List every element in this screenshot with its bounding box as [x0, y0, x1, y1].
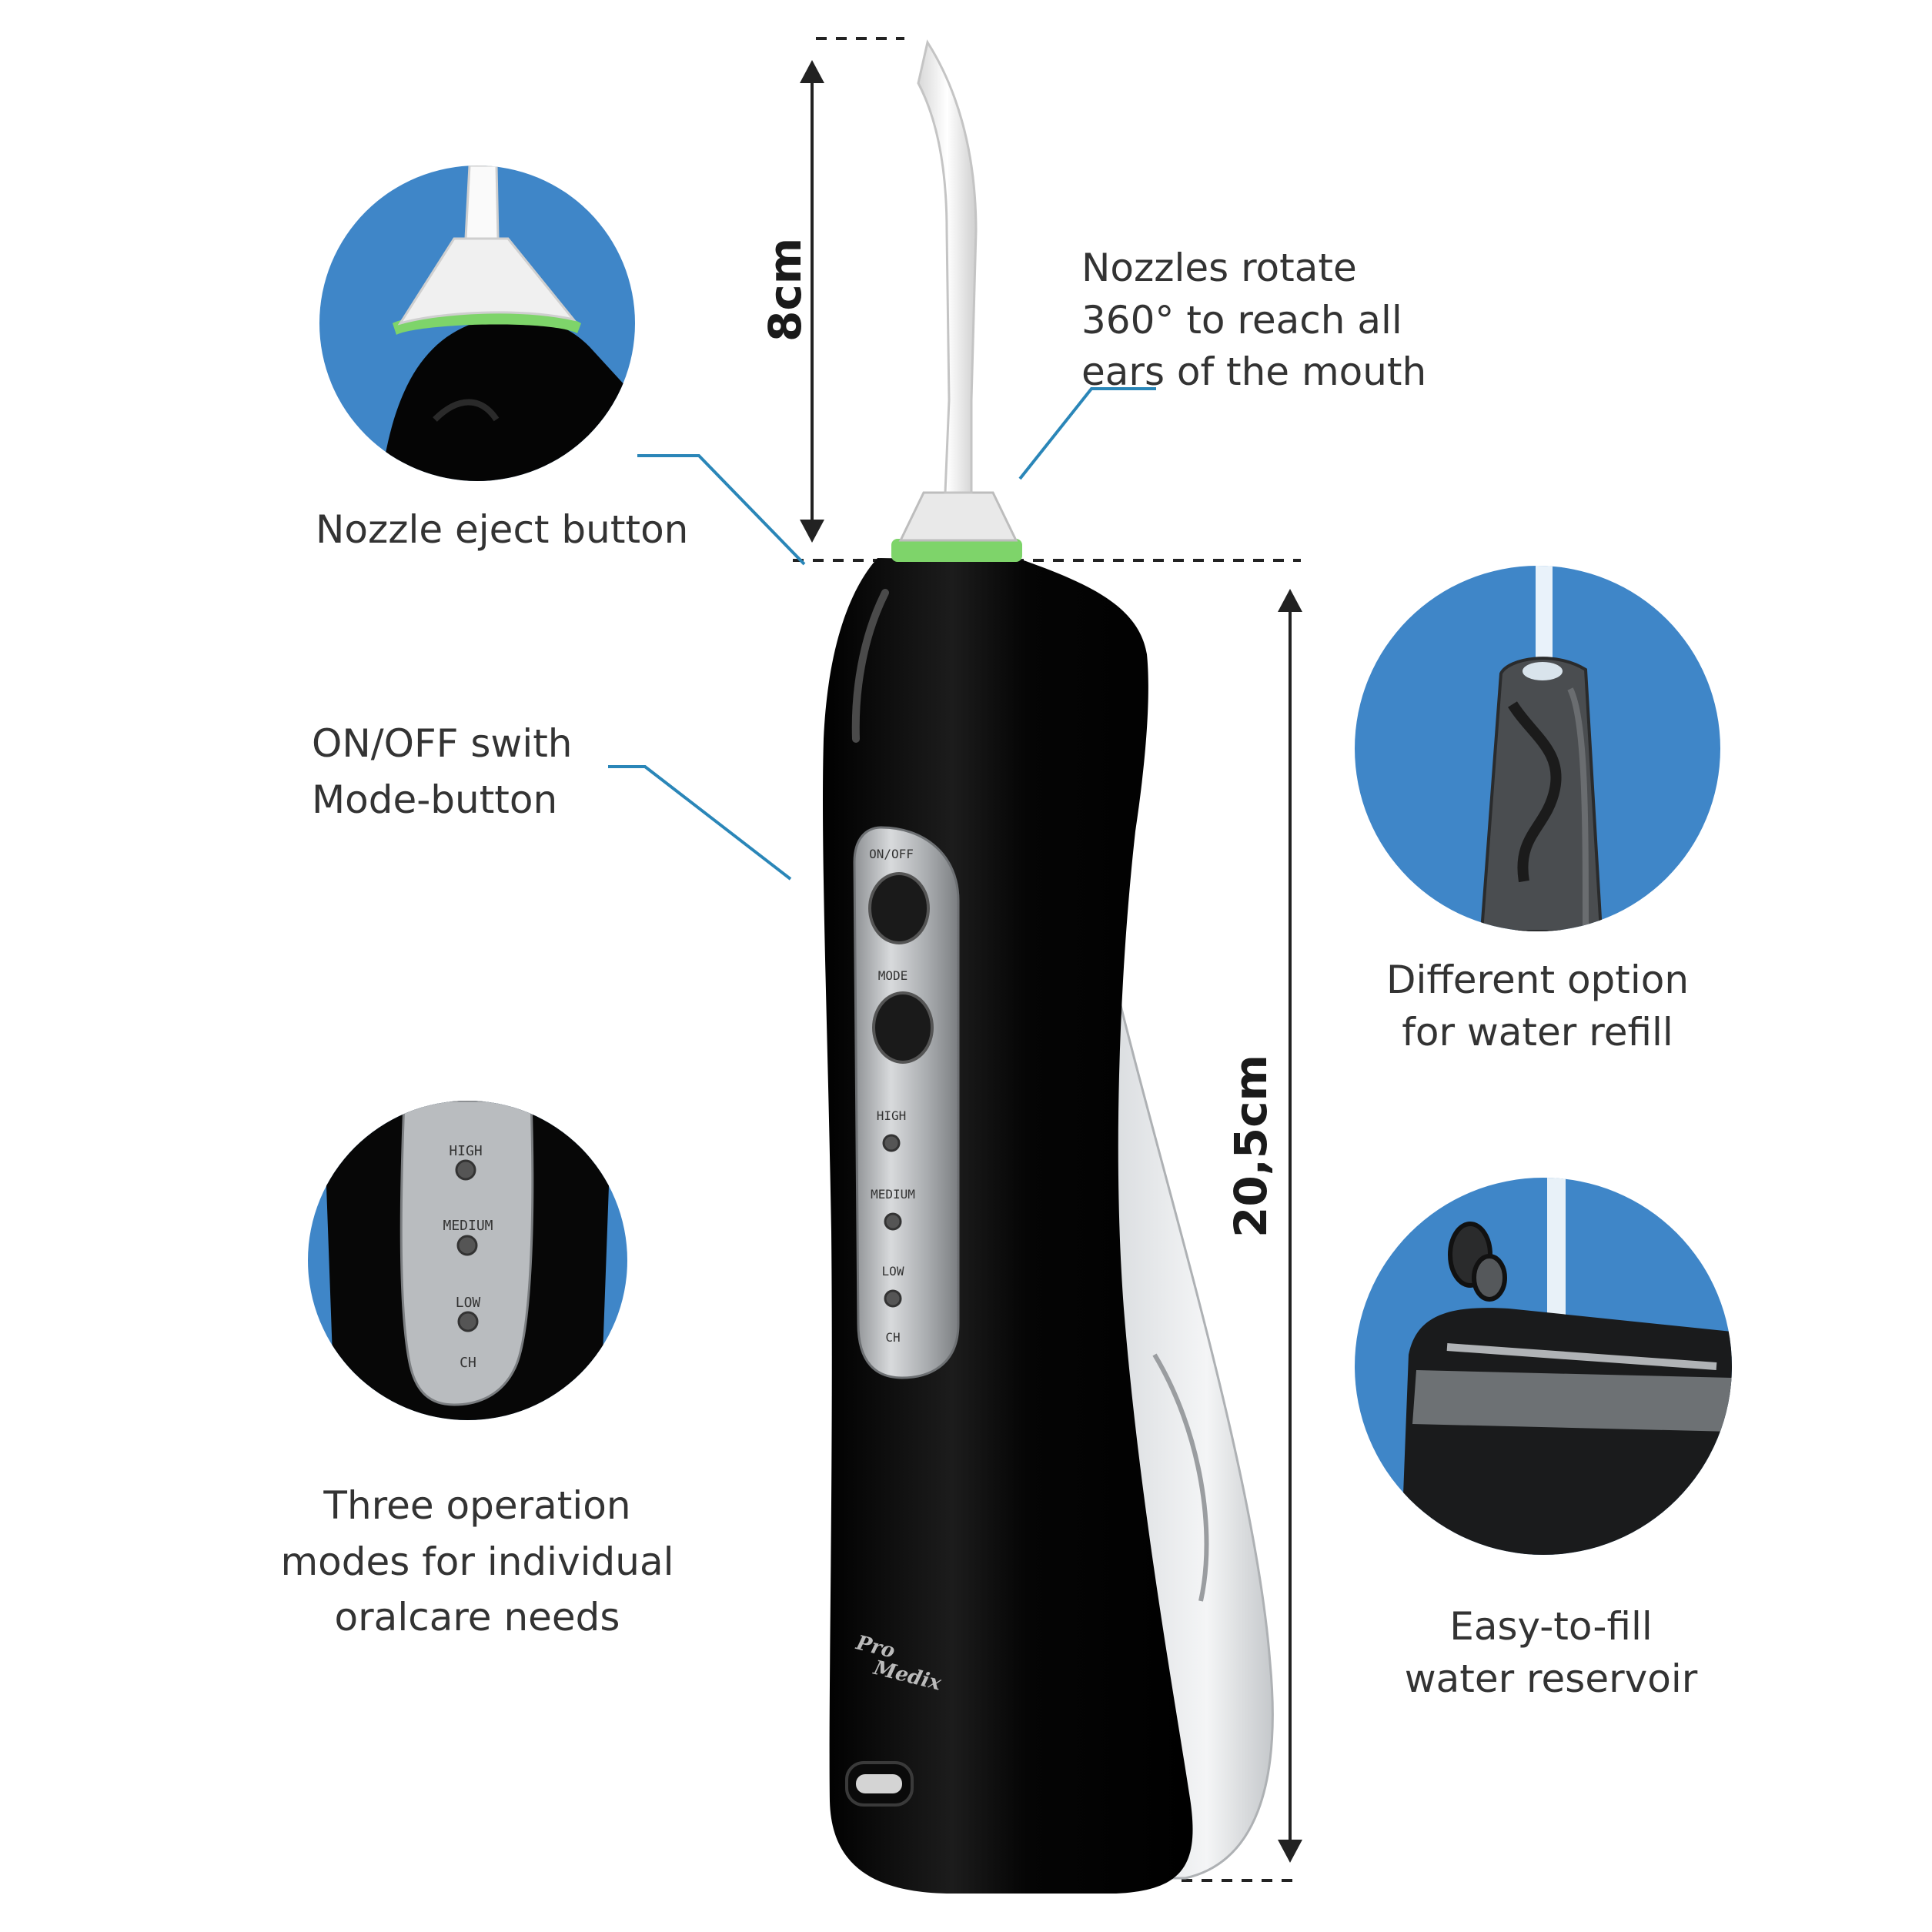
callout-reservoir: Easy-to-fill water reservoir: [1355, 1601, 1747, 1705]
detail-circle-refill: [1355, 566, 1720, 931]
callout-nozzle-rotate-line3: ears of the mouth: [1081, 349, 1427, 394]
callout-line-eject: [637, 454, 806, 566]
callout-nozzle-rotate-line1: Nozzles rotate: [1081, 246, 1357, 290]
callout-modes-line3: oralcare needs: [334, 1595, 620, 1640]
callout-modes: Three operation modes for individual ora…: [254, 1478, 700, 1646]
nozzle-tip: [917, 39, 978, 494]
nozzle-ring: [891, 539, 1022, 562]
charge-port-cap: [856, 1774, 902, 1793]
zoom-label-low: LOW: [455, 1295, 481, 1311]
nozzle-base: [898, 491, 1018, 542]
led-low: [884, 1289, 902, 1308]
panel-label-mode: MODE: [877, 968, 908, 983]
dim-label-nozzle: 8cm: [759, 237, 811, 342]
callout-line-onoff: [608, 765, 792, 881]
callout-on-off-line1: ON/OFF swith: [312, 721, 573, 766]
panel-label-ch: CH: [885, 1330, 901, 1345]
callout-reservoir-line1: Easy-to-fill: [1449, 1604, 1653, 1649]
zoom-label-ch: CH: [460, 1355, 476, 1371]
callout-modes-line1: Three operation: [323, 1483, 631, 1528]
callout-on-off: ON/OFF swith Mode-button: [312, 716, 573, 827]
callout-line-rotate: [1018, 387, 1156, 480]
dim-nozzle-arrow-top: [800, 60, 824, 83]
detail-circle-modes: [308, 1101, 627, 1420]
callout-nozzle-rotate-line2: 360° to reach all: [1081, 297, 1402, 343]
callout-water-refill: Different option for water refill: [1355, 954, 1720, 1058]
control-panel: [853, 826, 960, 1379]
led-high: [882, 1134, 901, 1152]
dim-nozzle-arrow-bottom: [800, 520, 824, 543]
dim-label-body: 20,5cm: [1225, 1055, 1277, 1238]
on-off-button: [868, 872, 930, 944]
panel-label-high: HIGH: [876, 1108, 907, 1123]
detail-circle-nozzle: [319, 165, 635, 481]
callout-nozzle-eject: Nozzle eject button: [316, 504, 688, 557]
dim-body-arrow-top: [1278, 589, 1302, 612]
panel-label-onoff: ON/OFF: [869, 847, 914, 861]
callout-on-off-line2: Mode-button: [312, 777, 558, 822]
callout-water-refill-line1: Different option: [1385, 958, 1690, 1002]
zoom-label-high: HIGH: [449, 1143, 483, 1159]
body-highlight: [851, 589, 889, 743]
dim-body-arrow-bottom: [1278, 1840, 1302, 1863]
mode-button: [872, 991, 934, 1064]
tank-detail: [1152, 1353, 1209, 1602]
panel-label-low: LOW: [881, 1264, 904, 1279]
panel-label-medium: MEDIUM: [871, 1187, 915, 1202]
callout-water-refill-line2: for water refill: [1402, 1009, 1673, 1055]
callout-reservoir-line2: water reservoir: [1404, 1656, 1698, 1701]
callout-nozzle-rotate: Nozzles rotate 360° to reach all ears of…: [1081, 242, 1426, 399]
zoom-label-medium: MEDIUM: [443, 1218, 493, 1234]
led-medium: [884, 1212, 902, 1231]
callout-nozzle-eject-line1: Nozzle eject button: [316, 507, 689, 552]
callout-modes-line2: modes for individual: [280, 1539, 674, 1584]
detail-circle-reservoir: [1355, 1178, 1732, 1555]
